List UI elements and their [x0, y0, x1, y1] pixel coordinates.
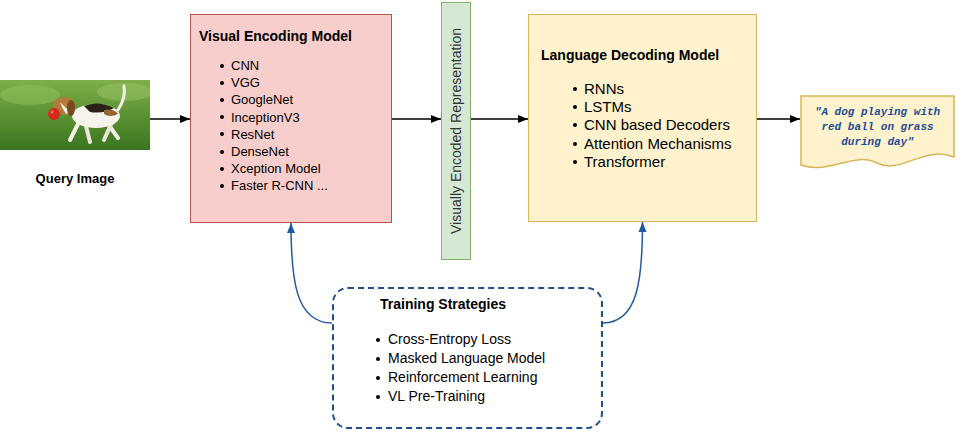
dog-figure — [48, 86, 124, 142]
representation-bar: Visually Encoded Representation — [441, 2, 471, 260]
list-item: LSTMs — [529, 98, 756, 116]
list-item: VGG — [191, 74, 391, 91]
model-box: Training StrategiesCross-Entropy LossMas… — [332, 287, 603, 429]
output-document: "A dog playing with red ball on grass du… — [800, 95, 955, 171]
box-heading: Language Decoding Model — [541, 47, 756, 64]
list-item-text: Masked Language Model — [388, 350, 545, 366]
bullet-dot — [573, 142, 577, 146]
list-item: InceptionV3 — [191, 109, 391, 126]
connector-arrow — [291, 223, 332, 323]
model-box: Visual Encoding ModelCNN VGG GoogleNetInce… — [190, 14, 392, 223]
connector-arrow — [603, 222, 643, 323]
dog-patch — [104, 110, 118, 117]
bullet-dot — [376, 395, 380, 399]
bullet-dot — [220, 64, 224, 68]
ball-shine — [50, 110, 53, 113]
bullet-dot — [220, 150, 224, 154]
list-item-text: Transformer — [584, 153, 665, 170]
list-item-text: VGG — [231, 75, 260, 90]
list-item: GoogleNet — [191, 91, 391, 108]
model-box: Language Decoding ModelRNNsLSTMsCNN base… — [528, 14, 757, 222]
caption-output: "A dog playing with red ball on grass du… — [806, 105, 949, 150]
list-item-text: InceptionV3 — [231, 110, 300, 125]
bullet-dot — [220, 132, 224, 136]
vertical-label: Visually Encoded Representation — [448, 28, 464, 234]
bullet-dot — [220, 115, 224, 119]
dog-ear — [67, 100, 75, 116]
connector-arrow — [471, 118, 528, 120]
list-item-text: Cross-Entropy Loss — [388, 331, 511, 347]
list-item: Xception Model — [191, 160, 391, 177]
connector-arrow — [150, 118, 190, 120]
list-item-text: VL Pre-Training — [388, 388, 485, 404]
list-item-text: Reinforcement Learning — [388, 369, 537, 385]
red-ball — [48, 108, 60, 120]
connector-arrow — [757, 118, 800, 120]
dog-tail — [118, 86, 124, 110]
bullet-dot — [573, 87, 577, 91]
list-item: CNN — [191, 57, 391, 74]
list-item-text: CNN based Decoders — [584, 116, 730, 133]
list-item: Cross-Entropy Loss — [334, 330, 601, 349]
list-item-text: Faster R-CNN ... — [231, 178, 328, 193]
bullet-dot — [376, 357, 380, 361]
list-item: Attention Mechanisms — [529, 135, 756, 153]
list-item-text: Xception Model — [231, 161, 321, 176]
list-item-text: DenseNet — [231, 144, 289, 159]
document-text-area: "A dog playing with red ball on grass du… — [806, 105, 949, 150]
image-caption: Query Image — [0, 171, 160, 186]
bullet-dot — [220, 167, 224, 171]
dog-photo — [0, 80, 150, 150]
list-item: Transformer — [529, 153, 756, 171]
bullet-dot — [220, 184, 224, 188]
list-item: RNNs — [529, 80, 756, 98]
bullet-dot — [376, 376, 380, 380]
list-item: Reinforcement Learning — [334, 368, 601, 387]
list-item-text: ResNet — [231, 127, 274, 142]
list-item-text: CNN — [231, 58, 259, 73]
dog-leg — [70, 124, 78, 140]
document-outline — [801, 96, 954, 168]
bullet-dot — [573, 160, 577, 164]
box-heading: Visual Encoding Model — [199, 28, 391, 45]
list-item: ResNet — [191, 126, 391, 143]
list-item: VL Pre-Training — [334, 387, 601, 406]
bullet-dot — [573, 123, 577, 127]
list-item: Masked Language Model — [334, 349, 601, 368]
bullet-dot — [220, 98, 224, 102]
bullet-dot — [220, 81, 224, 85]
list-item-text: RNNs — [584, 80, 624, 97]
connector-arrow — [392, 118, 441, 120]
grass-blur — [0, 85, 60, 105]
list-item-text: Attention Mechanisms — [584, 135, 732, 152]
list-item-text: GoogleNet — [231, 92, 293, 107]
list-item: Faster R-CNN ... — [191, 177, 391, 194]
list-item: CNN based Decoders — [529, 116, 756, 134]
list-item: DenseNet — [191, 143, 391, 160]
dog-body — [72, 104, 120, 128]
list-item-text: LSTMs — [584, 98, 632, 115]
bullet-dot — [573, 105, 577, 109]
bullet-dot — [376, 338, 380, 342]
dog-leg — [86, 126, 90, 142]
box-heading: Training Strategies — [380, 296, 601, 313]
image-node: Query Image — [0, 80, 150, 150]
